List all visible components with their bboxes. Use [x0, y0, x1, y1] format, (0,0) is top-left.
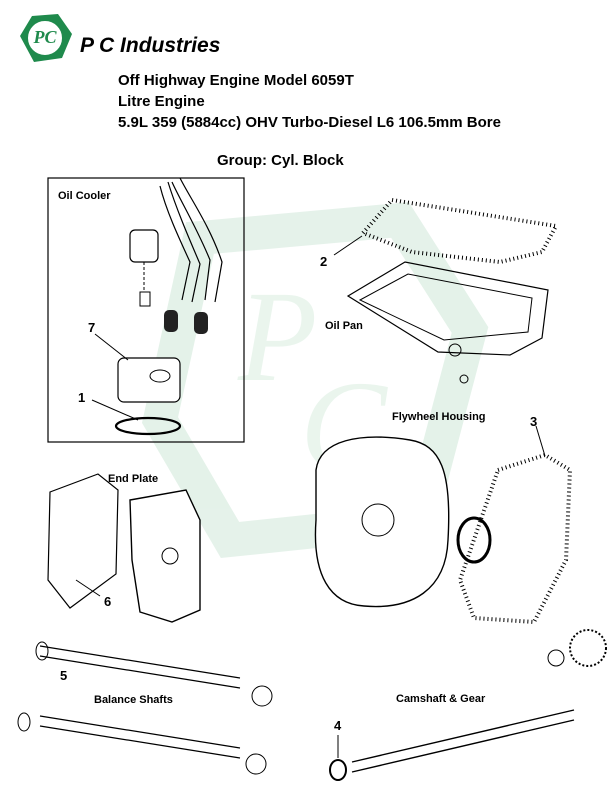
label-oil-cooler: Oil Cooler: [58, 190, 111, 202]
callout-1: 1: [78, 390, 86, 405]
label-oil-pan: Oil Pan: [325, 320, 363, 332]
callout-6: 6: [104, 594, 112, 609]
callout-5: 5: [60, 668, 68, 683]
title-line-1: Off Highway Engine Model 6059T: [118, 72, 354, 89]
callout-7: 7: [88, 320, 96, 335]
callout-2: 2: [320, 254, 328, 269]
brand-name: P C Industries: [80, 34, 221, 57]
callout-4: 4: [334, 718, 342, 733]
title-line-3: 5.9L 359 (5884cc) OHV Turbo-Diesel L6 10…: [118, 114, 501, 131]
label-flywheel-housing: Flywheel Housing: [392, 411, 486, 423]
title-line-2: Litre Engine: [118, 93, 205, 110]
label-camshaft-gear: Camshaft & Gear: [396, 693, 486, 705]
label-balance-shafts: Balance Shafts: [94, 694, 173, 706]
callout-3: 3: [530, 414, 538, 429]
pc-logo-icon: [20, 14, 72, 62]
oil-cooler-box: [47, 177, 245, 443]
svg-text:P: P: [237, 265, 317, 409]
label-end-plate: End Plate: [108, 473, 159, 485]
group-heading: Group: Cyl. Block: [217, 152, 344, 169]
logo-text: PC: [33, 27, 57, 47]
